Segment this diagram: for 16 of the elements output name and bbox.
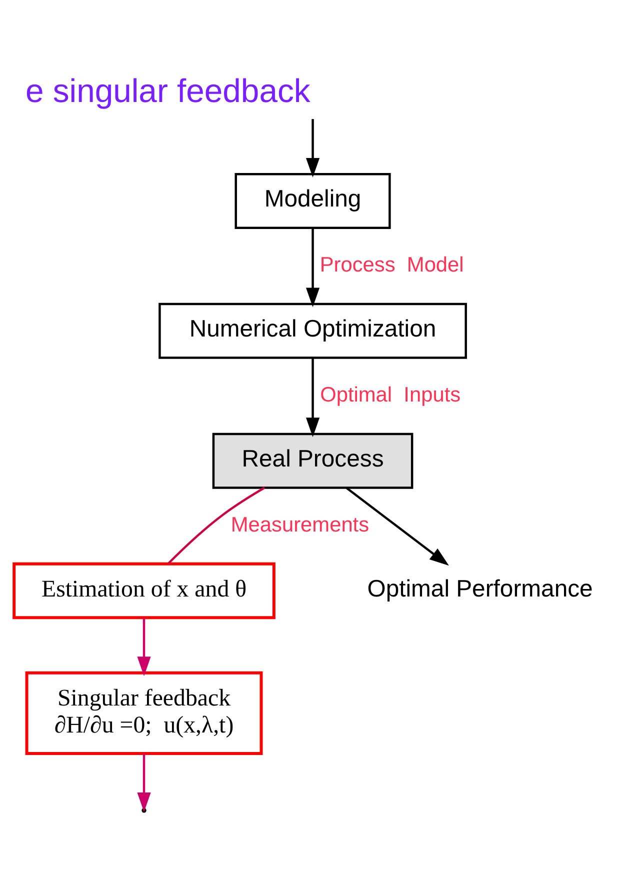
edge-label: Process Model <box>320 252 464 276</box>
node-box: Real Process <box>212 432 414 488</box>
edge-label: Optimal Inputs <box>320 382 461 406</box>
diagram-title: e singular feedback <box>25 72 310 109</box>
arrow <box>306 228 320 307</box>
node-box: Singular feedback ∂H/∂u =0; u(x,λ,t) <box>25 670 263 755</box>
edge-label: Measurements <box>230 512 370 536</box>
arrow <box>306 358 320 437</box>
arrow <box>137 618 151 676</box>
node-box: Modeling <box>234 172 391 228</box>
node-text: Optimal Performance <box>367 574 593 602</box>
node-box: Estimation of x and θ <box>12 562 276 619</box>
arrow <box>306 118 320 177</box>
node-box: Numerical Optimization <box>158 302 467 358</box>
arrow <box>346 486 449 566</box>
connector <box>168 486 266 564</box>
